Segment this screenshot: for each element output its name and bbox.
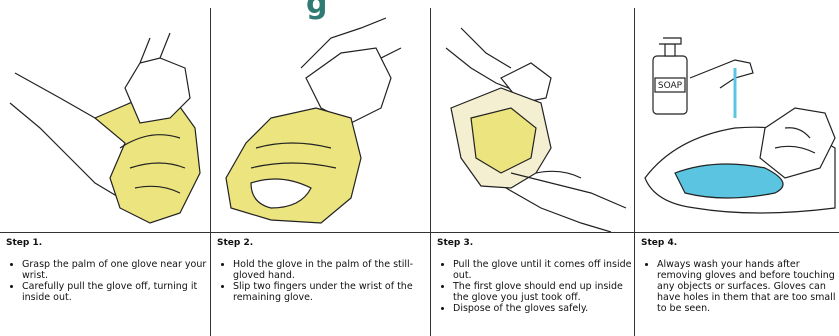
step-2-title: Step 2.	[217, 238, 430, 249]
step-4-title: Step 4.	[641, 238, 839, 249]
step-2-bullet-2: Slip two fingers under the wrist of the …	[233, 281, 430, 303]
step-3-bullet-1: Pull the glove until it comes off inside…	[453, 259, 634, 281]
step-3-list: Pull the glove until it comes off inside…	[431, 259, 634, 314]
step-3-caption: Step 3. Pull the glove until it comes of…	[431, 234, 634, 314]
step-1-title: Step 1.	[6, 238, 210, 249]
step-1-bullet-2: Carefully pull the glove off, turning it…	[22, 281, 210, 303]
step-2-illustration	[211, 8, 430, 232]
step-4-illustration: SOAP	[635, 8, 839, 232]
step-2-caption: Step 2. Hold the glove in the palm of th…	[211, 234, 430, 303]
step-3-title: Step 3.	[437, 238, 634, 249]
step-1-list: Grasp the palm of one glove near your wr…	[0, 259, 210, 303]
step-2-bullet-1: Hold the glove in the palm of the still-…	[233, 259, 430, 281]
step-2-list: Hold the glove in the palm of the still-…	[211, 259, 430, 303]
step-3-bullet-2: The first glove should end up inside the…	[453, 281, 634, 303]
step-1-caption: Step 1. Grasp the palm of one glove near…	[0, 234, 210, 303]
step-3-illustration	[431, 8, 634, 232]
step-1-illustration	[0, 8, 210, 232]
step-4-caption: Step 4. Always wash your hands after rem…	[635, 234, 839, 314]
divider	[0, 232, 839, 233]
soap-label: SOAP	[658, 81, 683, 91]
step-4-bullet-1: Always wash your hands after removing gl…	[657, 259, 839, 314]
step-1-bullet-1: Grasp the palm of one glove near your wr…	[22, 259, 210, 281]
step-4-list: Always wash your hands after removing gl…	[635, 259, 839, 314]
step-3-bullet-3: Dispose of the gloves safely.	[453, 303, 634, 314]
